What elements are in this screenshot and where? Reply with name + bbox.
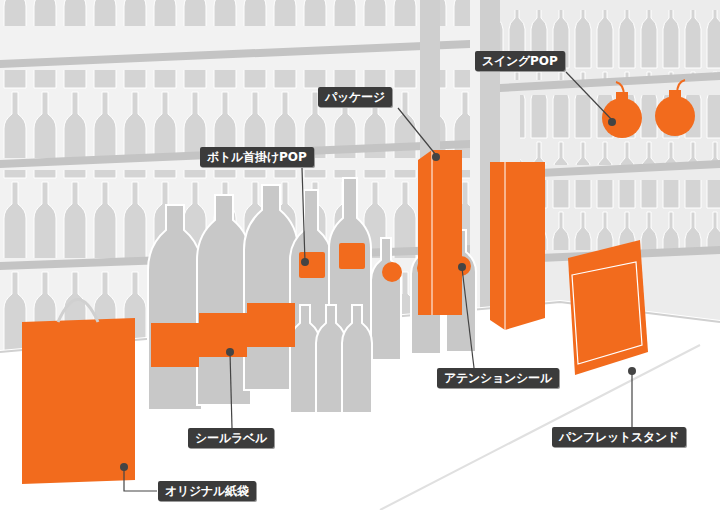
callout-label: ボトル首掛けPOP bbox=[207, 150, 307, 164]
callout-box: パンフレットスタンド bbox=[552, 427, 686, 447]
callout-label: パッケージ bbox=[325, 90, 385, 104]
callout-label: アテンションシール bbox=[444, 371, 552, 385]
callout-box: アテンションシール bbox=[437, 368, 559, 388]
callout-box: オリジナル紙袋 bbox=[158, 481, 256, 501]
callout-box: スイングPOP bbox=[475, 51, 565, 71]
callout-label: パンフレットスタンド bbox=[559, 430, 679, 444]
callout-label: スイングPOP bbox=[482, 54, 558, 68]
callout-box: ボトル首掛けPOP bbox=[200, 147, 314, 167]
callout-box: シールラベル bbox=[188, 428, 274, 448]
callout-label: オリジナル紙袋 bbox=[165, 484, 249, 498]
callout-label: シールラベル bbox=[195, 431, 267, 445]
callout-box: パッケージ bbox=[318, 87, 392, 107]
